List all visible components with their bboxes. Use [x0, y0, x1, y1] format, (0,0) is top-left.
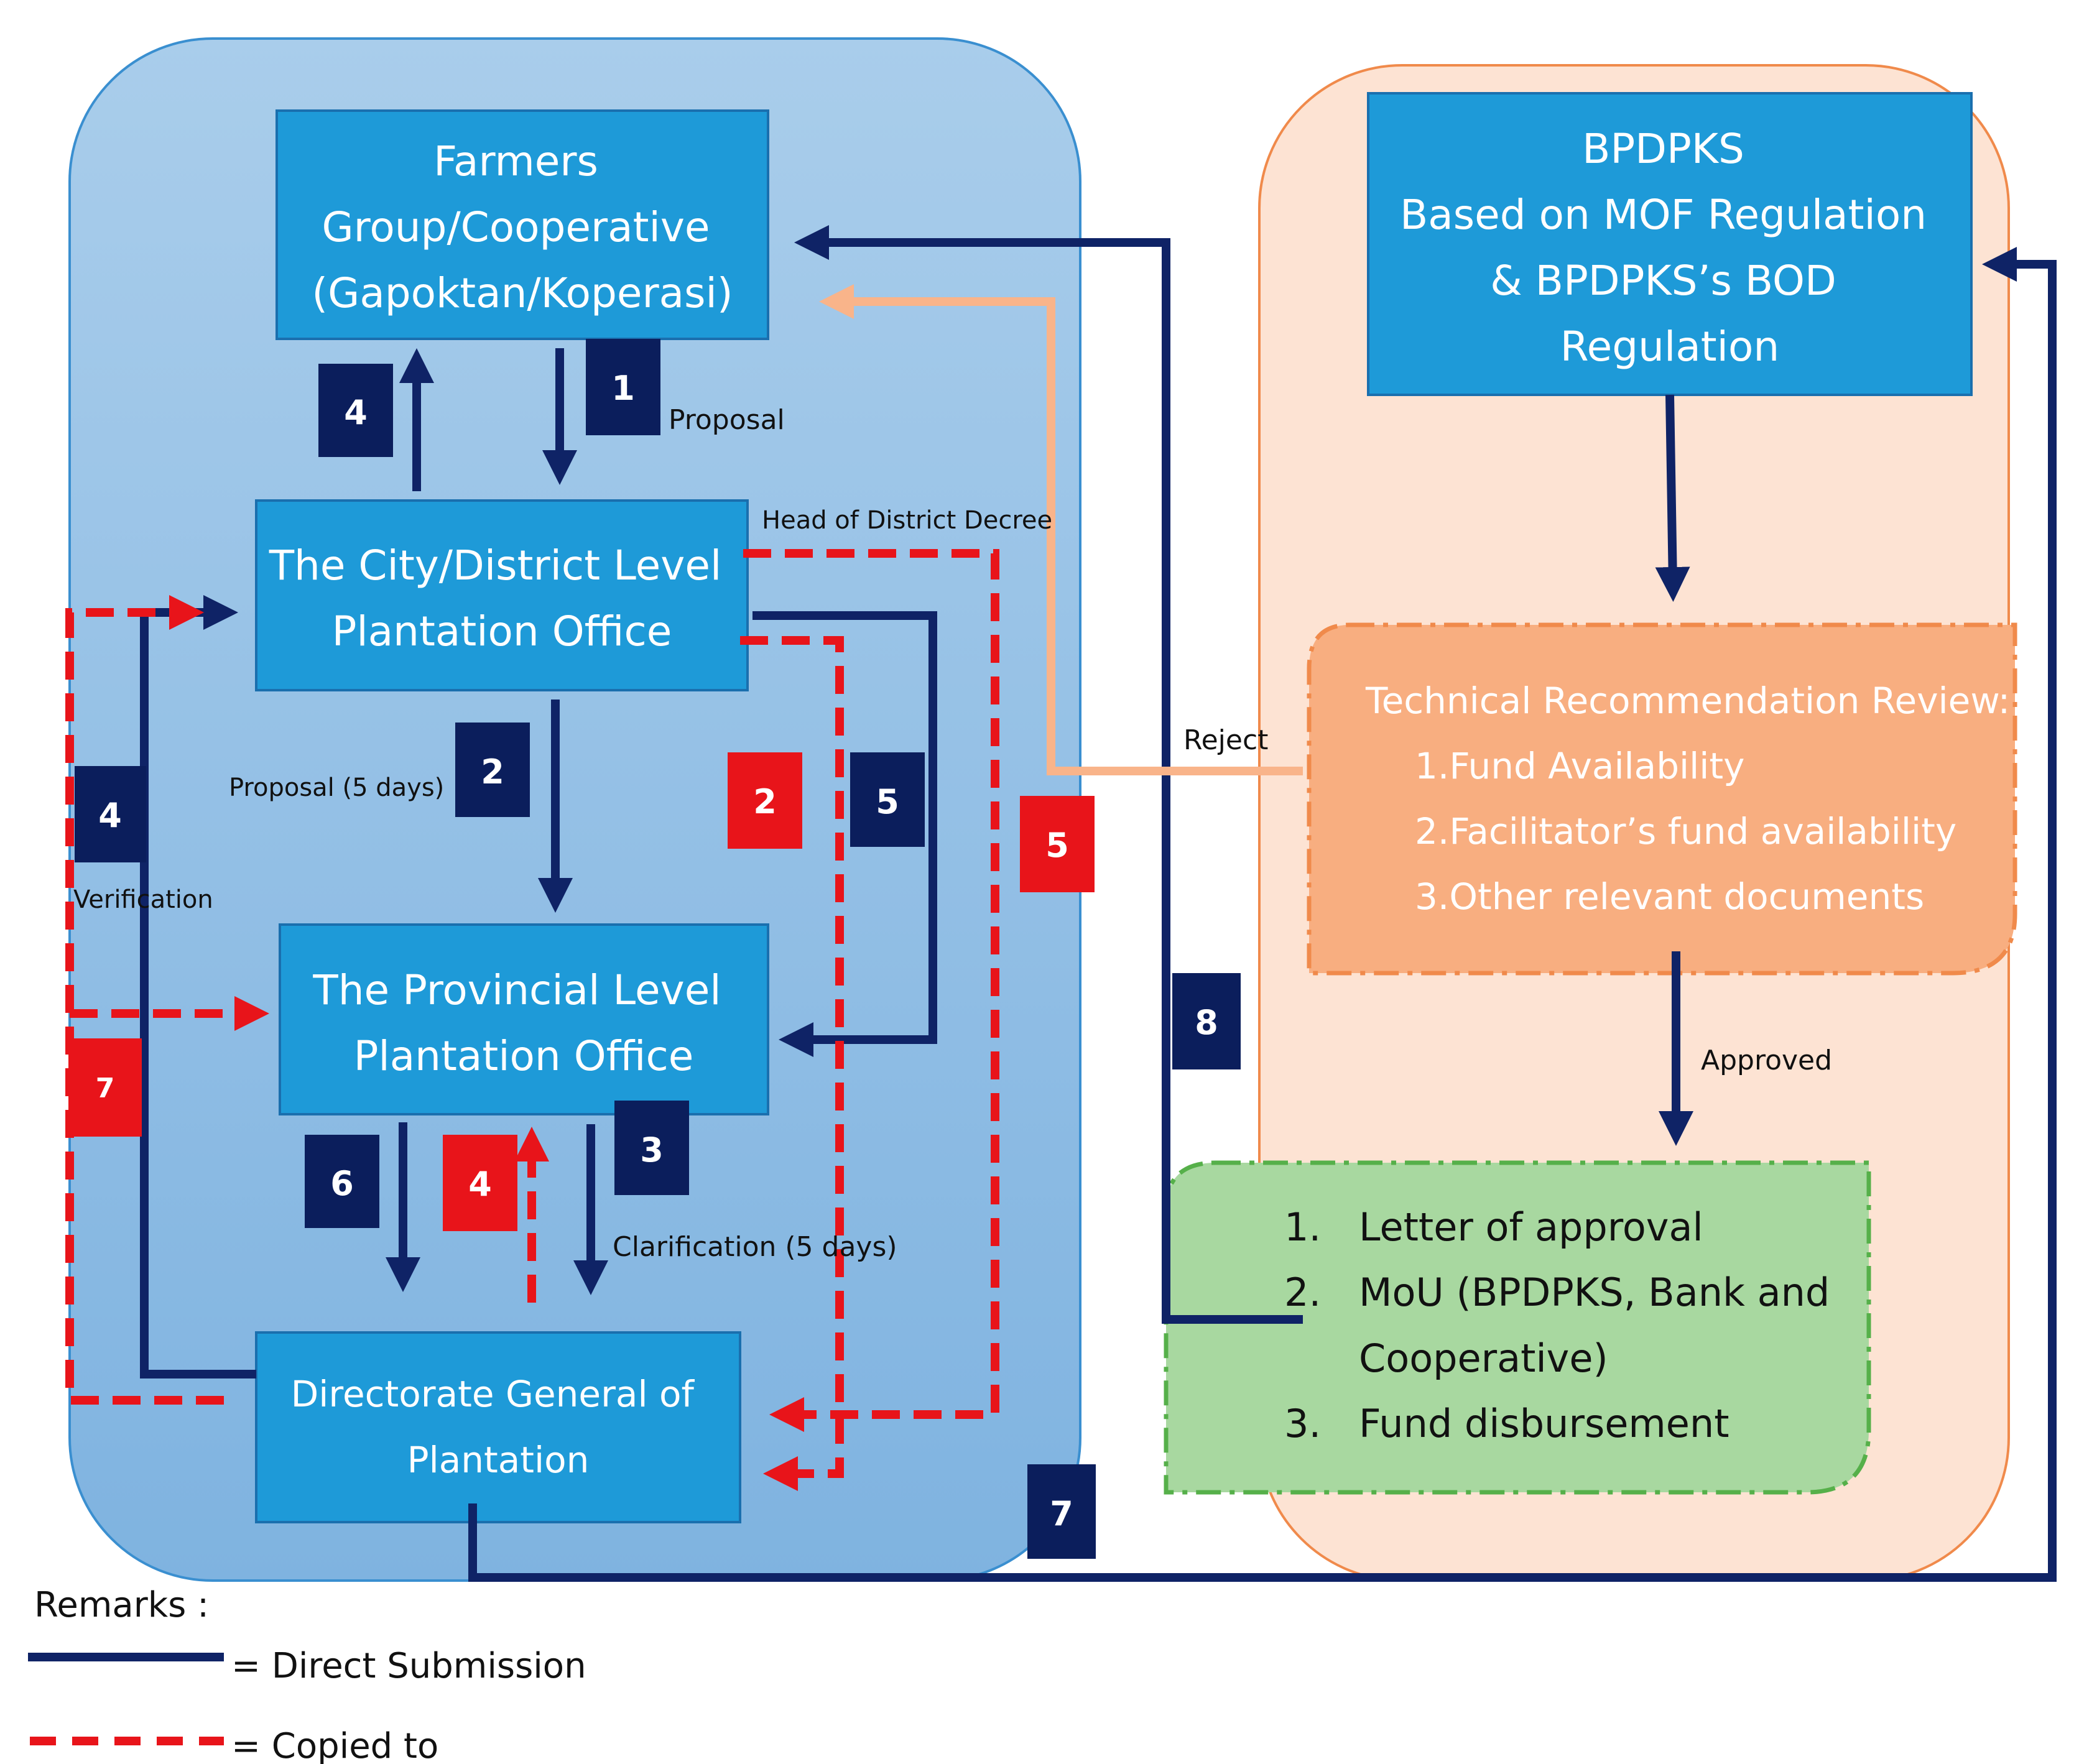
farmers-line-3: (Gapoktan/Koperasi)	[312, 269, 733, 317]
remarks-title: Remarks :	[34, 1585, 209, 1625]
bpdpks-line-4: Regulation	[1560, 323, 1779, 371]
provincial-line-1: The Provincial Level	[312, 966, 721, 1014]
outcome-num-3: 3.	[1284, 1401, 1321, 1446]
svg-text:5: 5	[1045, 826, 1069, 865]
badge-4-left: 4	[75, 766, 146, 862]
badge-3: 3	[614, 1101, 689, 1195]
city-office-box: The City/District Level Plantation Offic…	[255, 499, 749, 691]
svg-text:The City/District Level: The City/District Level Plantation Offic…	[269, 542, 735, 655]
svg-text:4: 4	[468, 1165, 492, 1204]
copied-to-lines	[65, 549, 999, 1491]
bpdpks-line-2: Based on MOF Regulation	[1400, 191, 1927, 239]
svg-text:6: 6	[330, 1164, 354, 1203]
provincial-line-2: Plantation Office	[354, 1032, 694, 1080]
copy-city-to-directorate-outer	[743, 549, 999, 1432]
svg-text:1: 1	[611, 369, 635, 408]
bpdpks-line-3: & BPDPKS’s BOD	[1490, 257, 1836, 305]
city-line-1: The City/District Level	[269, 542, 722, 589]
svg-text:4: 4	[344, 393, 368, 432]
badges: 1 4 2 4 5 3 6 8 7 2 5 4 7	[68, 339, 1241, 1559]
city-line-2: Plantation Office	[332, 607, 672, 655]
svg-text:3: 3	[640, 1130, 664, 1170]
svg-text:4: 4	[98, 796, 122, 835]
svg-text:Technical Recommendation Revie: Technical Recommendation Review: 1.Fund …	[1365, 680, 2022, 918]
badge-6: 6	[305, 1135, 379, 1228]
label-approved: Approved	[1701, 1045, 1832, 1076]
outcome-item-3: Fund disbursement	[1359, 1401, 1729, 1446]
badge-red-2: 2	[728, 752, 802, 849]
review-item-2: 2.Facilitator’s fund availability	[1415, 810, 1956, 852]
technical-review-box: Technical Recommendation Review: 1.Fund …	[1307, 622, 2022, 976]
outcome-num-2: 2.	[1284, 1270, 1321, 1315]
label-clarification: Clarification (5 days)	[613, 1231, 897, 1263]
label-reject: Reject	[1183, 724, 1268, 756]
review-item-3: 3.Other relevant documents	[1415, 875, 1924, 918]
arrow-bpdpks-to-review	[1655, 394, 1690, 602]
provincial-office-box: The Provincial Level Plantation Office	[279, 923, 769, 1115]
outcome-item-2: MoU (BPDPKS, Bank and	[1359, 1270, 1830, 1315]
badge-7: 7	[1027, 1464, 1096, 1559]
badge-8: 8	[1172, 973, 1241, 1069]
bpdpks-line-1: BPDPKS	[1582, 125, 1744, 173]
farmers-line-1: Farmers	[433, 137, 598, 185]
badge-5: 5	[850, 752, 925, 847]
bpdpks-box: BPDPKS Based on MOF Regulation & BPDPKS’…	[1367, 92, 1973, 396]
directorate-line-2: Plantation	[407, 1439, 590, 1481]
svg-text:7: 7	[96, 1073, 115, 1104]
review-item-1: 1.Fund Availability	[1415, 745, 1744, 787]
outcome-item-2b: Cooperative)	[1359, 1336, 1608, 1381]
svg-text:8: 8	[1195, 1003, 1218, 1042]
badge-red-4: 4	[443, 1135, 517, 1231]
copy-left-frame	[65, 595, 224, 1405]
arrow-city-to-provincial-loop	[752, 611, 937, 1057]
review-title: Technical Recommendation Review:	[1365, 680, 2010, 722]
badge-red-7: 7	[68, 1038, 142, 1137]
directorate-line-1: Directorate General of	[291, 1373, 695, 1415]
svg-text:BPDPKS Based on MOF Regu: BPDPKS Based on MOF Regulation & BPDPKS’…	[1400, 125, 1940, 371]
svg-text:Farmers Group/Cooperativ: Farmers Group/Cooperative (Gapoktan/Kope…	[312, 137, 733, 317]
legend: Remarks : = Direct Submission = Copied t…	[28, 1585, 586, 1764]
svg-text:Directorate General of P: Directorate General of Plantation	[291, 1373, 706, 1481]
svg-text:1. Letter of approval: 1. Letter of approval 2. MoU (BPDPKS, Ba…	[1284, 1204, 1842, 1446]
legend-direct-label: = Direct Submission	[231, 1646, 586, 1686]
badge-1: 1	[586, 339, 660, 435]
legend-copied-label: = Copied to	[231, 1726, 438, 1764]
badge-4-top: 4	[318, 364, 393, 457]
arrow-outcome-to-farmers	[794, 225, 1303, 1324]
arrow-reject	[819, 284, 1303, 775]
farmers-line-2: Group/Cooperative	[322, 203, 710, 251]
farmers-box: Farmers Group/Cooperative (Gapoktan/Kope…	[276, 109, 769, 340]
svg-text:The Provincial Level Pla: The Provincial Level Plantation Office	[312, 966, 734, 1080]
copy-city-to-directorate-inner	[740, 636, 844, 1491]
badge-2: 2	[455, 723, 530, 817]
outcome-num-1: 1.	[1284, 1204, 1321, 1250]
outcome-item-1: Letter of approval	[1359, 1204, 1703, 1250]
label-proposal: Proposal	[669, 404, 785, 436]
label-proposal-5-days: Proposal (5 days)	[229, 773, 444, 802]
arrow-directorate-to-bpdpks	[468, 247, 2057, 1582]
svg-text:5: 5	[876, 782, 899, 821]
label-head-of-district-decree: Head of District Decree	[762, 506, 1052, 535]
badge-red-5: 5	[1020, 796, 1095, 892]
directorate-box: Directorate General of Plantation	[255, 1331, 741, 1523]
svg-text:7: 7	[1050, 1494, 1073, 1533]
label-verification: Verification	[73, 885, 213, 914]
approval-outcome-box: 1. Letter of approval 2. MoU (BPDPKS, Ba…	[1164, 1160, 1871, 1495]
svg-text:2: 2	[753, 782, 777, 821]
svg-text:2: 2	[481, 752, 504, 792]
